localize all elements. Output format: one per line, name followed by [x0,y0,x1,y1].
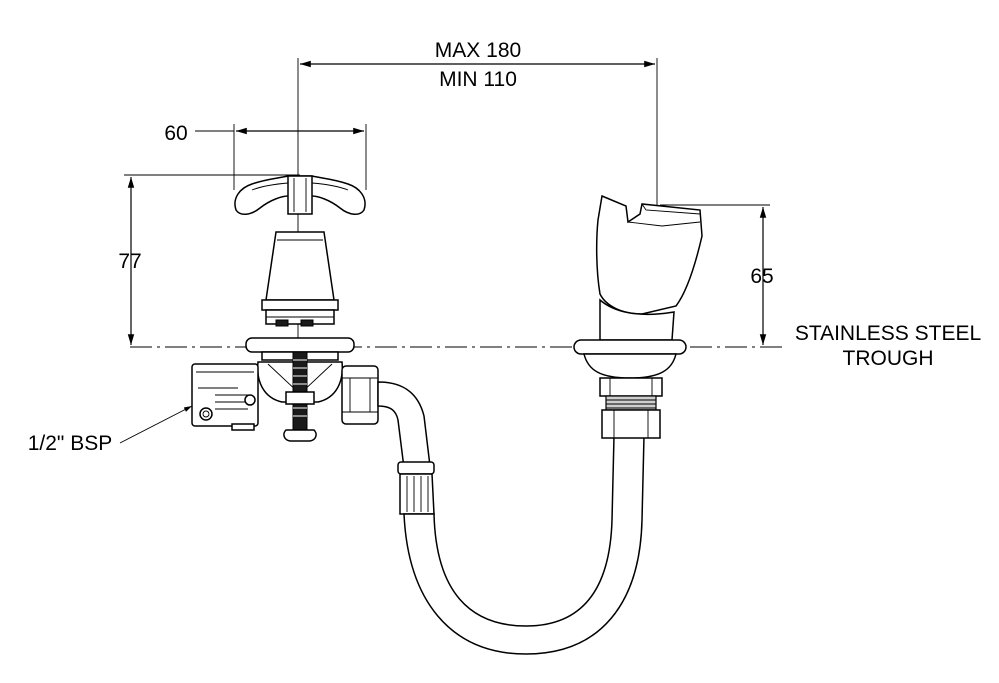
handle-width-label: 60 [164,122,187,145]
handle-width-dimension: 60 [164,122,367,190]
handwheel [234,175,366,215]
spacing-min-label: MIN 110 [439,68,517,91]
bsp-callout: 1/2" BSP [28,405,193,455]
valve-bonnet [261,231,339,327]
valve-height-dimension: 77 [118,174,300,345]
hose-crimp [397,461,435,515]
inlet-body [191,363,259,431]
valve-body [256,351,344,442]
bubbler-outlet [573,194,703,439]
bsp-label: 1/2" BSP [28,432,113,455]
valve-outlet-nut [341,365,379,425]
trough-label-line2: TROUGH [843,347,934,370]
spacing-max-label: MAX 180 [435,39,521,62]
bubbler-height-dimension: 65 [660,204,774,345]
bubbler-height-label: 65 [750,265,773,288]
valve-height-label: 77 [118,250,141,273]
flexible-hose [377,381,645,655]
spacing-dimension: MAX 180 MIN 110 [297,39,658,345]
trough-label-line1: STAINLESS STEEL [795,322,981,345]
